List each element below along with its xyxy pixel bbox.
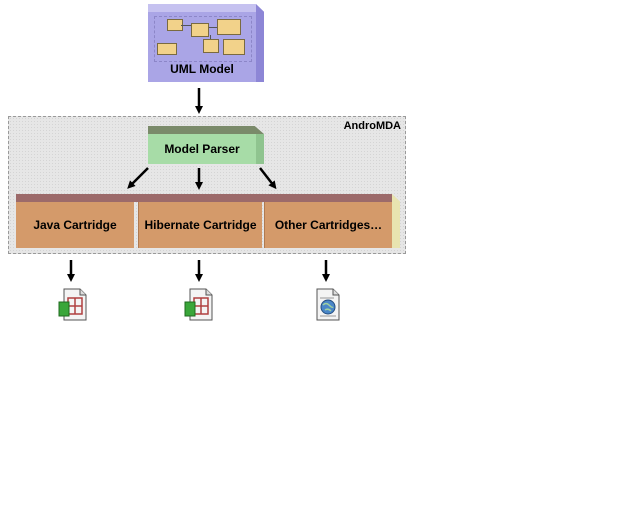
model-parser-label: Model Parser [164, 142, 240, 156]
cartridges-block-side [392, 194, 400, 248]
hibernate-cartridge-top [138, 194, 264, 202]
arrow-parser-to-java [127, 167, 149, 189]
hibernate-file-icon [184, 288, 213, 321]
java-cartridge-block: Java Cartridge [16, 194, 138, 248]
other-cartridges-face: Other Cartridges… [264, 202, 392, 248]
hibernate-cartridge-face: Hibernate Cartridge [138, 202, 262, 248]
model-parser-block-side [256, 134, 264, 164]
other-cartridges-label: Other Cartridges… [274, 218, 383, 232]
uml-model-block: UML Model [148, 4, 264, 82]
other-cartridges-top [264, 194, 392, 202]
uml-diagram-thumbnail [154, 16, 252, 62]
arrow-parser-to-other [259, 167, 277, 190]
hibernate-cartridge-block: Hibernate Cartridge [138, 194, 264, 248]
web-document-icon [316, 288, 340, 321]
java-file-icon [58, 288, 87, 321]
uml-model-block-top [148, 4, 256, 12]
andromda-label: AndroMDA [343, 120, 401, 132]
model-parser-block-top [148, 126, 264, 134]
other-cartridges-block: Other Cartridges… [264, 194, 400, 248]
uml-model-block-side [256, 4, 264, 82]
model-parser-block: Model Parser [148, 126, 264, 164]
hibernate-cartridge-label: Hibernate Cartridge [144, 218, 257, 232]
java-cartridge-face: Java Cartridge [16, 202, 134, 248]
java-cartridge-label: Java Cartridge [33, 218, 117, 232]
uml-model-label: UML Model [170, 62, 234, 76]
model-parser-face: Model Parser [148, 134, 256, 164]
java-cartridge-top [16, 194, 138, 202]
uml-model-face: UML Model [148, 12, 256, 82]
